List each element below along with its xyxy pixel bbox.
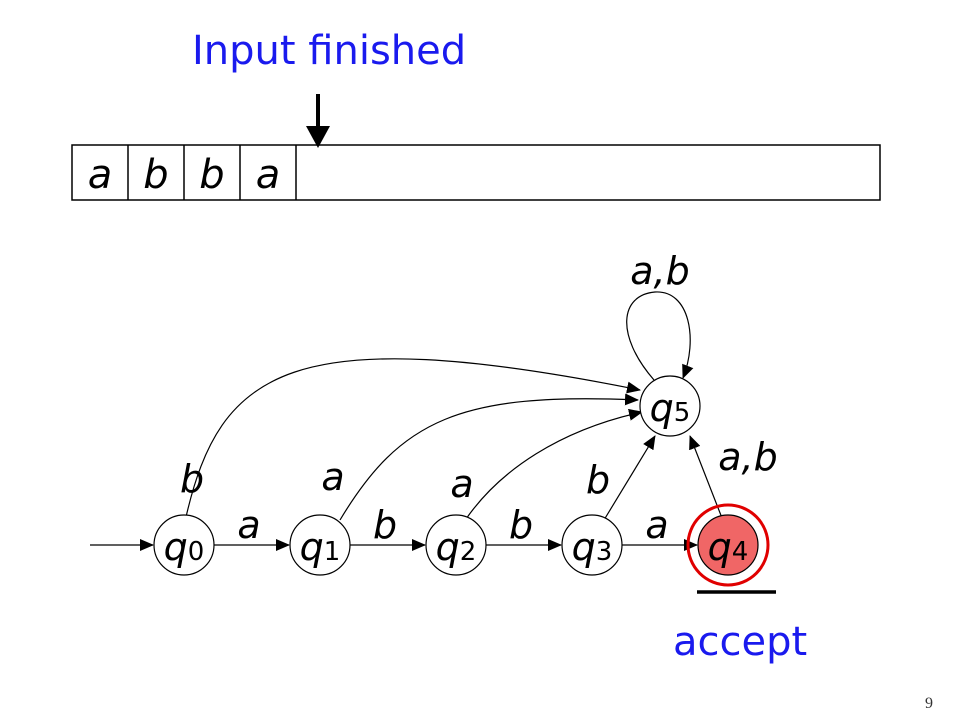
input-finished-title: Input finished xyxy=(192,28,467,74)
label-q0-q1: a xyxy=(237,503,260,547)
edge-q2-q5 xyxy=(465,408,643,520)
svg-text:q4: q4 xyxy=(708,525,749,569)
svg-text:q2: q2 xyxy=(436,525,477,569)
state-q5: q5 xyxy=(639,375,701,437)
label-q0-q5: b xyxy=(180,457,204,501)
tape: a b b a xyxy=(71,144,881,201)
label-q1-q2: b xyxy=(373,503,397,547)
edge-q1-q5 xyxy=(339,393,639,521)
edge-q0-q5 xyxy=(185,358,641,518)
label-q2-q5: a xyxy=(450,462,473,506)
state-q4-accepting: q4 xyxy=(686,503,770,587)
label-q5-q5: a,b xyxy=(630,249,690,293)
state-q0: q0 xyxy=(153,514,215,576)
state-q2: q2 xyxy=(425,514,487,576)
svg-text:q0: q0 xyxy=(164,525,205,569)
state-q3: q3 xyxy=(561,514,623,576)
svg-text:q5: q5 xyxy=(650,386,691,430)
edge-q5-q5 xyxy=(626,291,694,381)
label-q1-q5: a xyxy=(321,455,344,499)
label-q3-q5: b xyxy=(586,458,610,502)
label-q3-q4: a xyxy=(645,503,668,547)
tape-cell-3: a xyxy=(256,152,281,198)
edge-q3-q5 xyxy=(603,435,656,521)
label-q4-q5: a,b xyxy=(718,435,778,479)
tape-cell-0: a xyxy=(88,152,113,198)
tape-cell-2: b xyxy=(199,152,224,198)
svg-text:q1: q1 xyxy=(300,525,341,569)
tape-cell-1: b xyxy=(143,152,168,198)
label-q2-q3: b xyxy=(509,503,533,547)
svg-text:q3: q3 xyxy=(572,525,613,569)
state-q1: q1 xyxy=(289,514,351,576)
edge-q4-q5 xyxy=(689,435,723,519)
accept-label: accept xyxy=(673,619,808,665)
page-number: 9 xyxy=(925,695,933,712)
read-head-arrow xyxy=(306,94,330,148)
